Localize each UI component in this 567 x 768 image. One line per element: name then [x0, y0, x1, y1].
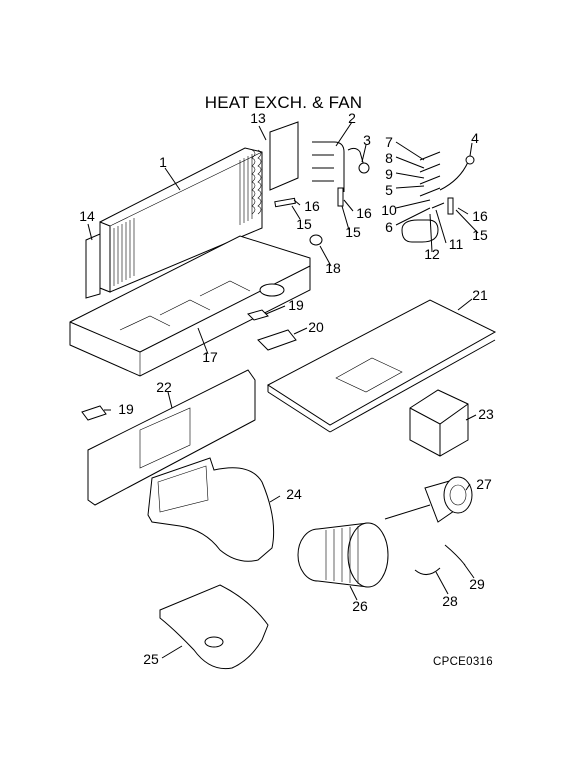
- callout-9: 9: [385, 166, 393, 182]
- callout-14: 14: [79, 208, 95, 224]
- callout-16-right: 16: [472, 208, 488, 224]
- motor-bracket: [409, 389, 469, 457]
- callout-28: 28: [442, 593, 458, 609]
- seal-small-upper: [247, 309, 269, 321]
- callout-5: 5: [385, 182, 393, 198]
- seal-pad: [257, 329, 297, 351]
- drain-pan: [69, 235, 311, 377]
- callout-12: 12: [424, 246, 440, 262]
- callout-15-middle: 15: [345, 224, 361, 240]
- callout-6: 6: [385, 219, 393, 235]
- callout-1: 1: [159, 154, 167, 170]
- callout-3: 3: [363, 132, 371, 148]
- page-title: HEAT EXCH. & FAN: [204, 93, 363, 112]
- callout-17: 17: [202, 349, 218, 365]
- callout-15-right: 15: [472, 227, 488, 243]
- callout-26: 26: [352, 598, 368, 614]
- callout-19-upper: 19: [288, 297, 304, 313]
- blower-wheel: [297, 522, 389, 588]
- pipe-clips: [274, 187, 454, 215]
- side-plate: [269, 121, 299, 191]
- base-panel: [267, 299, 497, 433]
- callout-15-left: 15: [296, 216, 312, 232]
- callout-7: 7: [385, 134, 393, 150]
- motor-clamp-left: [414, 567, 441, 575]
- callout-16-left: 16: [304, 198, 320, 214]
- callout-20: 20: [308, 319, 324, 335]
- leader-lines: [87, 121, 479, 659]
- callout-13: 13: [250, 110, 266, 126]
- callout-23: 23: [478, 406, 494, 422]
- callout-2: 2: [348, 110, 356, 126]
- side-panel: [87, 369, 256, 506]
- callout-8: 8: [385, 150, 393, 166]
- callout-11: 11: [448, 236, 464, 252]
- heat-exchanger-coil: [99, 147, 263, 293]
- motor-clamp-right: [444, 544, 466, 566]
- fan-motor: [384, 476, 473, 523]
- callout-22: 22: [156, 379, 172, 395]
- callout-29: 29: [469, 576, 485, 592]
- drawing-code: CPCE0316: [433, 656, 493, 668]
- seal-small-lower: [81, 405, 107, 421]
- callout-16-middle: 16: [356, 205, 372, 221]
- drain-cap: [309, 234, 323, 246]
- callout-18: 18: [325, 260, 341, 276]
- scroll-housing-upper: [147, 457, 275, 562]
- callout-19-lower: 19: [118, 401, 134, 417]
- callout-4: 4: [471, 130, 479, 146]
- scroll-housing-lower: [159, 584, 269, 670]
- callout-27: 27: [476, 476, 492, 492]
- refrigerant-piping: [312, 141, 475, 243]
- callout-21: 21: [472, 287, 488, 303]
- callout-24: 24: [286, 486, 302, 502]
- end-plate: [85, 233, 101, 299]
- callout-25: 25: [143, 651, 159, 667]
- callout-10: 10: [381, 202, 397, 218]
